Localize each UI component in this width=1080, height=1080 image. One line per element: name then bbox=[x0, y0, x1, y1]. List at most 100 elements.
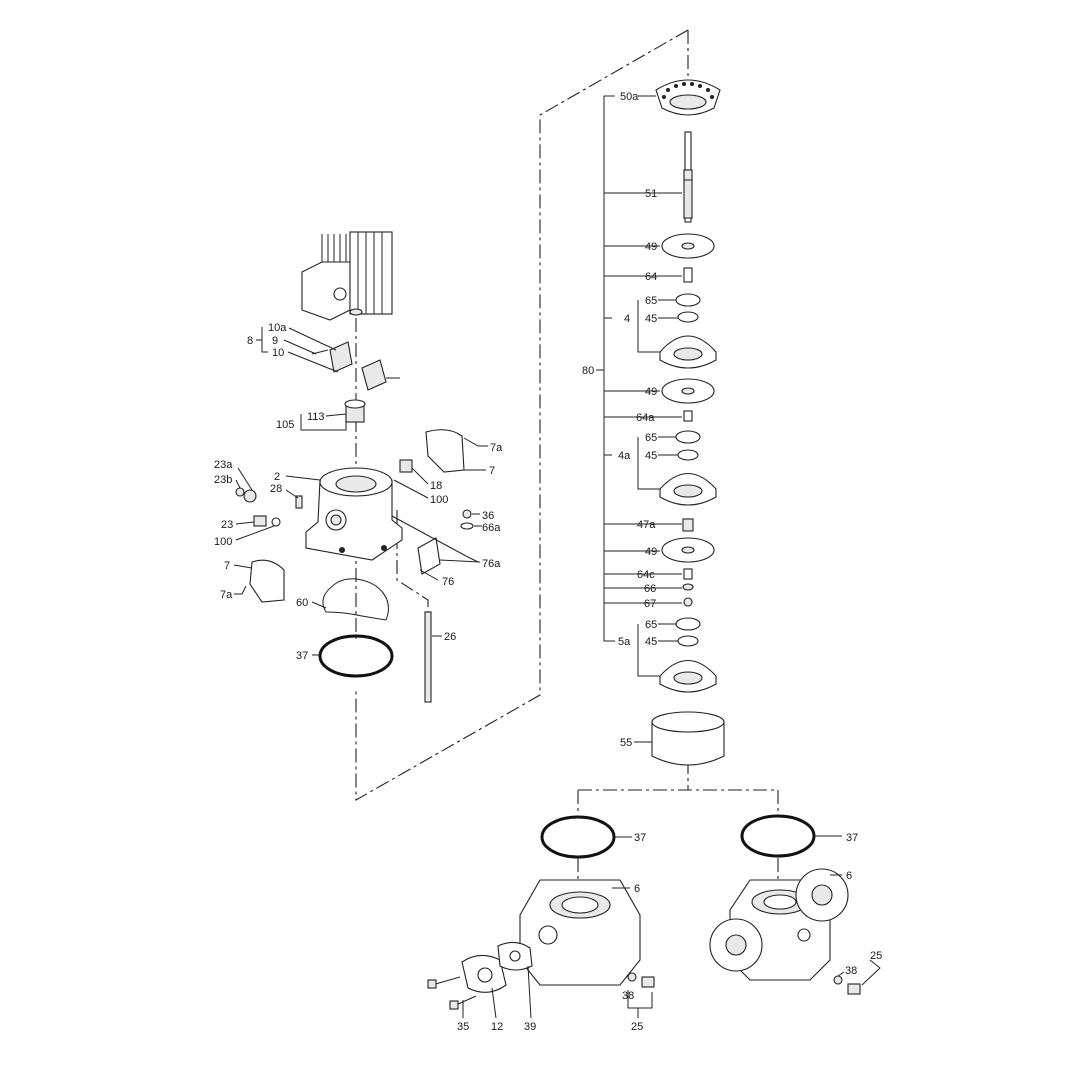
label-55: 55 bbox=[620, 737, 632, 749]
part-64a-spacer bbox=[683, 410, 693, 422]
part-45-bearing-ring bbox=[677, 311, 699, 323]
label-25-right: 25 bbox=[870, 950, 882, 962]
impeller-stack bbox=[651, 79, 725, 766]
label-7-top: 7 bbox=[489, 465, 495, 477]
label-100-left: 100 bbox=[214, 536, 232, 548]
label-64a: 64a bbox=[636, 412, 655, 424]
label-9: 9 bbox=[272, 335, 278, 347]
part-12-flange bbox=[461, 954, 507, 993]
label-23: 23 bbox=[221, 519, 233, 531]
label-47a: 47a bbox=[637, 519, 656, 531]
label-65: 65 bbox=[645, 295, 657, 307]
part-60-spring bbox=[322, 578, 389, 621]
label-18: 18 bbox=[430, 480, 442, 492]
part-65b-neck-ring bbox=[675, 430, 701, 444]
label-37-right: 37 bbox=[846, 832, 858, 844]
part-67-nut bbox=[683, 597, 693, 607]
part-2-motor-stool bbox=[305, 467, 403, 561]
label-67: 67 bbox=[644, 598, 656, 610]
part-28-bolt bbox=[295, 495, 303, 509]
motor-assembly bbox=[235, 231, 474, 703]
label-8: 8 bbox=[247, 335, 253, 347]
part-65c-neck-ring bbox=[675, 617, 701, 631]
leader-lines-left bbox=[233, 327, 488, 656]
label-65b: 65 bbox=[645, 432, 657, 444]
label-28: 28 bbox=[270, 483, 282, 495]
label-7a-top: 7a bbox=[490, 442, 503, 454]
label-49c: 49 bbox=[645, 546, 657, 558]
label-37-left: 37 bbox=[634, 832, 646, 844]
label-10: 10 bbox=[272, 347, 284, 359]
part-5a-chamber bbox=[659, 660, 717, 693]
label-4a: 4a bbox=[618, 450, 631, 462]
part-39-gasket bbox=[497, 941, 533, 971]
part-51-shaft bbox=[683, 131, 693, 223]
part-18-plug bbox=[399, 459, 413, 473]
label-66a: 66a bbox=[482, 522, 501, 534]
part-4-chamber bbox=[659, 335, 717, 369]
part-55-outer-sleeve bbox=[651, 711, 725, 766]
label-64c: 64c bbox=[637, 569, 655, 581]
label-4: 4 bbox=[624, 313, 630, 325]
part-37-o-ring-top bbox=[318, 634, 394, 678]
label-80: 80 bbox=[582, 365, 594, 377]
part-4a-chamber bbox=[659, 473, 717, 506]
label-35: 35 bbox=[457, 1021, 469, 1033]
motor bbox=[301, 231, 393, 321]
part-26-staybolt bbox=[424, 611, 432, 703]
part-49c-impeller bbox=[661, 537, 715, 563]
label-7a-left: 7a bbox=[220, 589, 233, 601]
label-36: 36 bbox=[482, 510, 494, 522]
part-50a-top-bearing bbox=[655, 79, 721, 116]
label-76: 76 bbox=[442, 576, 454, 588]
label-64: 64 bbox=[645, 271, 657, 283]
part-66-washer bbox=[682, 583, 694, 591]
part-36-nut bbox=[460, 509, 474, 530]
base-variant-right bbox=[709, 814, 881, 995]
part-7-guard-top bbox=[425, 429, 465, 473]
part-25-drain-plug bbox=[627, 972, 655, 988]
label-10a: 10a bbox=[268, 322, 287, 334]
label-105: 105 bbox=[276, 419, 294, 431]
base-variant-left bbox=[427, 815, 655, 1019]
label-7-left: 7 bbox=[224, 560, 230, 572]
part-47a-bearing bbox=[682, 518, 694, 532]
part-105-shaft-seal bbox=[344, 399, 366, 423]
label-51: 51 bbox=[645, 188, 657, 200]
part-37-o-ring bbox=[740, 814, 816, 858]
label-60: 60 bbox=[296, 597, 308, 609]
label-6-left: 6 bbox=[634, 883, 640, 895]
label-25-left: 25 bbox=[631, 1021, 643, 1033]
part-64c-spacer bbox=[683, 568, 693, 580]
part-49-chamber-top bbox=[661, 233, 715, 259]
part-45b-bearing-ring bbox=[677, 449, 699, 461]
part-labels: 50a 51 49 64 65 4 45 80 49 64a 65 4a 45 … bbox=[214, 91, 882, 1033]
stack-brackets bbox=[596, 95, 682, 743]
label-39: 39 bbox=[524, 1021, 536, 1033]
label-49: 49 bbox=[645, 241, 657, 253]
part-25-drain-plug-right bbox=[833, 975, 861, 995]
label-26: 26 bbox=[444, 631, 456, 643]
label-12: 12 bbox=[491, 1021, 503, 1033]
part-65-neck-ring bbox=[675, 293, 701, 307]
label-65c: 65 bbox=[645, 619, 657, 631]
label-45: 45 bbox=[645, 313, 657, 325]
part-49b-impeller bbox=[661, 378, 715, 404]
label-45b: 45 bbox=[645, 450, 657, 462]
label-45c: 45 bbox=[645, 636, 657, 648]
label-37-top: 37 bbox=[296, 650, 308, 662]
label-2: 2 bbox=[274, 471, 280, 483]
assembly-guide-lines bbox=[355, 29, 779, 880]
label-100-top: 100 bbox=[430, 494, 448, 506]
label-6-right: 6 bbox=[846, 870, 852, 882]
label-49b: 49 bbox=[645, 386, 657, 398]
part-23-plug bbox=[253, 515, 281, 527]
label-38-left: 38 bbox=[622, 990, 634, 1002]
part-64-spacer bbox=[683, 267, 693, 283]
label-23b: 23b bbox=[214, 474, 232, 486]
label-5a: 5a bbox=[618, 636, 631, 648]
part-35-bolts bbox=[427, 976, 477, 1010]
label-113: 113 bbox=[307, 411, 325, 423]
part-76-nameplate bbox=[417, 537, 441, 575]
part-37-o-ring bbox=[540, 815, 616, 859]
